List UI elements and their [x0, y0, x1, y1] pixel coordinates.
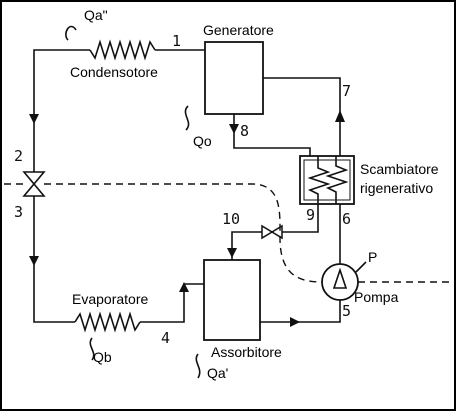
pump-label: Pompa [354, 289, 399, 305]
throttle-valve-left [261, 224, 274, 240]
state-point-4: 4 [161, 329, 170, 347]
heat-exchanger-coil-2 [325, 156, 349, 204]
expansion-valve-bottom [22, 182, 46, 197]
arrow-down-line-8 [229, 124, 239, 134]
state-point-10: 10 [222, 210, 240, 228]
line-5-absorber-to-pump [260, 300, 341, 323]
generator-heat-label: Qo [193, 133, 212, 149]
line-7-exchanger-to-generator [263, 77, 341, 156]
heat-exchanger-label-1: Scambiatore [360, 161, 439, 177]
state-point-9: 9 [306, 206, 315, 224]
heat-exchanger-label-2: rigenerativo [360, 180, 433, 196]
line-valve-to-evaporator [33, 196, 75, 323]
evaporator-heat-label: Qb [93, 349, 112, 365]
state-point-6: 6 [342, 210, 351, 228]
dashed-boundary-left [44, 183, 323, 283]
expansion-valve-top [22, 171, 46, 186]
arrow-up-evaporator-out [179, 282, 189, 292]
generator-box [204, 41, 264, 115]
pump-arrow-symbol [332, 267, 348, 289]
absorber-label: Assorbitore [211, 344, 282, 360]
heat-exchanger-box [299, 155, 355, 205]
line-evaporator-to-absorber [140, 283, 204, 323]
state-point-5: 5 [342, 302, 351, 320]
heat-exchanger-coil [307, 156, 331, 204]
condenser-coil [89, 39, 156, 61]
generator-heat-squiggle [184, 105, 190, 131]
arrow-up-line-7 [335, 110, 345, 122]
evaporator-coil [74, 311, 141, 333]
pump-symbol-label: P [368, 249, 377, 265]
arrow-down-line-10 [227, 248, 237, 258]
arrow-down-left-top [29, 114, 39, 124]
absorber-heat-squiggle [195, 353, 201, 379]
line-condenser-to-valve [33, 49, 90, 172]
line-10-valve-to-absorber [231, 231, 262, 260]
state-point-3: 3 [14, 203, 23, 221]
heat-exchanger-inner [303, 159, 351, 201]
condenser-heat-label: Qa" [84, 7, 108, 23]
pump-shaft-mark [355, 261, 367, 273]
absorber-heat-label: Qa' [207, 365, 228, 381]
arrow-right-absorber-out [290, 317, 300, 327]
evaporator-heat-squiggle [89, 337, 95, 361]
evaporator-label: Evaporatore [72, 291, 148, 307]
generator-label: Generatore [203, 22, 274, 38]
state-point-7: 7 [342, 82, 351, 100]
state-point-2: 2 [14, 147, 23, 165]
line-9-exchanger-to-valve [282, 204, 319, 233]
condenser-label: Condensotore [70, 64, 158, 80]
state-point-1: 1 [172, 32, 181, 50]
absorber-box [203, 259, 261, 341]
arrow-down-left-bottom [29, 256, 39, 266]
state-point-8: 8 [240, 122, 249, 140]
condenser-heat-squiggle [65, 25, 77, 41]
